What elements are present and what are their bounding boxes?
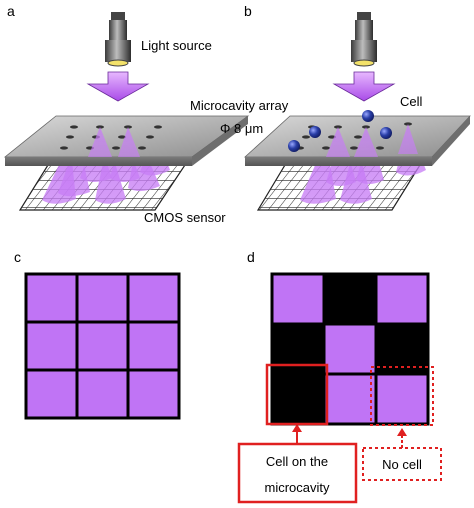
pixel-lit — [374, 372, 430, 426]
pixel-lit — [75, 368, 130, 420]
pixel-lit — [24, 320, 79, 372]
cell-callout-line1: Cell on the — [266, 454, 328, 469]
panel-letter-d: d — [247, 249, 255, 265]
pixel-lit — [75, 320, 130, 372]
nocell-highlight-box — [370, 366, 434, 426]
panel-letter-a: a — [7, 3, 15, 19]
beams-through-plate — [88, 127, 140, 157]
pixel-lit — [374, 272, 430, 326]
down-arrow-icon — [86, 71, 150, 102]
nocell-callout-text: No cell — [382, 457, 422, 472]
pixel-lit — [24, 368, 79, 420]
panel-b: b Cell — [243, 3, 471, 211]
cell-sphere — [288, 140, 300, 152]
pixel-lit — [126, 368, 181, 420]
nocell-callout-box — [362, 447, 442, 481]
cell-callout-line2: microcavity — [264, 480, 330, 495]
pixel-grid-d — [270, 272, 430, 426]
pixel-dark — [270, 322, 326, 376]
light-source-icon-b — [351, 12, 377, 67]
cell-sphere — [309, 126, 321, 138]
cell-callout-arrow — [292, 424, 302, 444]
pixel-lit — [126, 272, 181, 324]
cell-sphere — [362, 110, 374, 122]
nocell-callout-arrow — [397, 428, 407, 448]
diameter-label: Φ 8 μm — [220, 121, 263, 136]
microcavity-plate-b — [243, 115, 471, 166]
pixel-lit — [75, 272, 130, 324]
light-source-icon — [105, 12, 131, 67]
cell-label: Cell — [400, 94, 423, 109]
cell-sphere — [380, 127, 392, 139]
microcavity-plate — [3, 115, 250, 166]
microcavity-array-label: Microcavity array — [190, 98, 289, 113]
panel-c: c — [14, 249, 181, 420]
panel-letter-c: c — [14, 249, 21, 265]
pixel-lit — [322, 372, 378, 426]
pixel-lit — [270, 272, 326, 326]
pixel-dark — [270, 372, 326, 426]
cmos-sensor-label: CMOS sensor — [144, 210, 226, 225]
beams-through-plate-b — [326, 124, 418, 157]
down-arrow-icon-b — [332, 71, 396, 102]
pixel-grid-c — [24, 272, 181, 420]
cell-callout-box — [237, 442, 358, 504]
panel-d: d Cell on the microcavity No cell — [237, 249, 442, 504]
cells — [288, 110, 392, 152]
panel-a: a Light source — [3, 3, 289, 225]
pixel-lit — [24, 272, 79, 324]
panel-letter-b: b — [244, 3, 252, 19]
light-source-label: Light source — [141, 38, 212, 53]
pixel-lit — [322, 322, 378, 376]
pixel-lit — [126, 320, 181, 372]
pixel-dark — [322, 272, 378, 326]
